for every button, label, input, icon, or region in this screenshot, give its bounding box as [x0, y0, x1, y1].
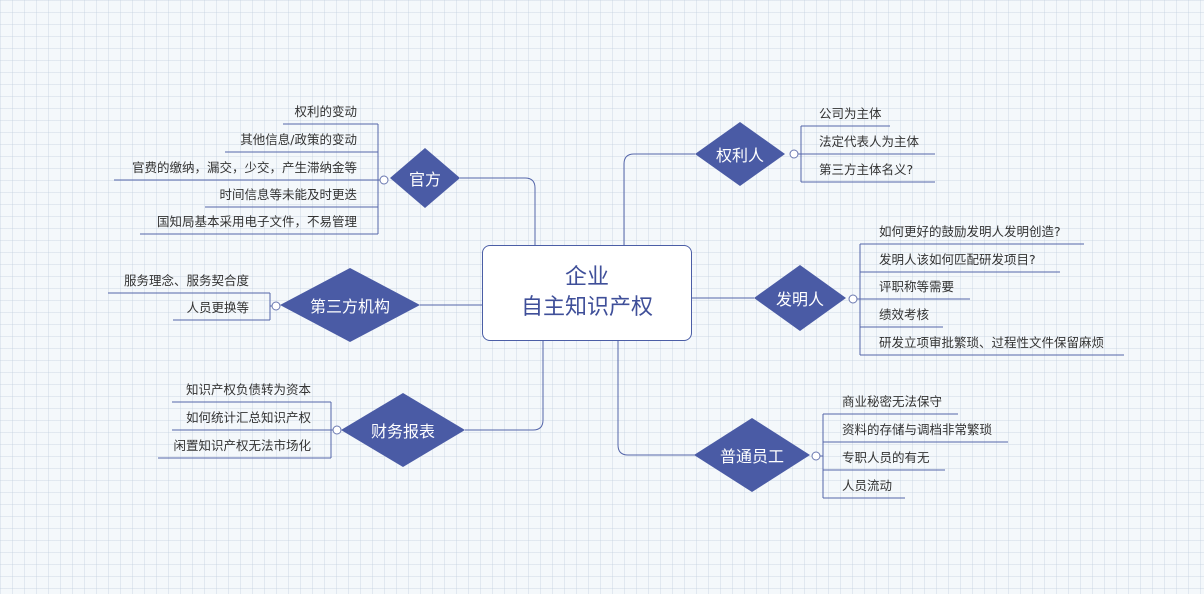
leaf-famingren-2[interactable]: 评职称等需要 [879, 279, 955, 294]
leaf-putong-3[interactable]: 人员流动 [842, 478, 893, 493]
central-topic[interactable]: 企业 自主知识产权 [482, 245, 692, 341]
leaf-putong-0[interactable]: 商业秘密无法保守 [842, 394, 943, 409]
diamond-caiwu[interactable] [341, 393, 465, 467]
leaf-disanfang-1[interactable]: 人员更换等 [186, 300, 249, 315]
branch-label-quanliren: 权利人 [715, 146, 765, 165]
leaf-caiwu-0[interactable]: 知识产权负债转为资本 [185, 382, 311, 397]
connector-quanliren [623, 153, 695, 245]
toggle-caiwu[interactable] [332, 425, 342, 435]
branch-label-putong: 普通员工 [719, 447, 785, 466]
diamond-famingren[interactable] [754, 265, 846, 331]
leaf-putong-2[interactable]: 专职人员的有无 [842, 450, 930, 465]
leaf-caiwu-2[interactable]: 闲置知识产权无法市场化 [173, 438, 311, 453]
toggle-guanfang[interactable] [379, 175, 389, 185]
connector-caiwu [465, 341, 544, 431]
branch-label-disanfang: 第三方机构 [309, 297, 391, 316]
leaf-quanliren-0[interactable]: 公司为主体 [819, 106, 882, 121]
diamond-putong[interactable] [694, 418, 810, 492]
branch-label-guanfang: 官方 [408, 170, 442, 189]
leaf-quanliren-2[interactable]: 第三方主体名义? [819, 162, 914, 177]
leaf-guanfang-2[interactable]: 官费的缴纳，漏交，少交，产生滞纳金等 [131, 160, 357, 175]
leaf-famingren-4[interactable]: 研发立项审批繁琐、过程性文件保留麻烦 [879, 335, 1105, 350]
connector-putong [617, 341, 695, 456]
leaf-famingren-1[interactable]: 发明人该如何匹配研发项目? [879, 252, 1036, 267]
toggle-quanliren[interactable] [789, 149, 799, 159]
toggle-putong[interactable] [811, 451, 821, 461]
branch-label-caiwu: 财务报表 [370, 422, 436, 441]
diamond-guanfang[interactable] [390, 148, 460, 208]
leaf-putong-1[interactable]: 资料的存储与调档非常繁琐 [842, 422, 993, 437]
central-topic-line1: 企业 [564, 265, 609, 290]
leaf-guanfang-1[interactable]: 其他信息/政策的变动 [240, 132, 357, 147]
leaf-famingren-0[interactable]: 如何更好的鼓励发明人发明创造? [879, 224, 1061, 239]
connector-guanfang [460, 177, 536, 245]
leaf-guanfang-3[interactable]: 时间信息等未能及时更迭 [219, 187, 357, 202]
leaf-famingren-3[interactable]: 绩效考核 [879, 307, 930, 322]
leaf-guanfang-0[interactable]: 权利的变动 [294, 104, 357, 119]
leaf-disanfang-0[interactable]: 服务理念、服务契合度 [123, 273, 249, 288]
central-topic-line2: 自主知识产权 [520, 295, 653, 320]
leaf-guanfang-4[interactable]: 国知局基本采用电子文件，不易管理 [156, 214, 357, 229]
leaf-quanliren-1[interactable]: 法定代表人为主体 [819, 134, 920, 149]
diamond-disanfang[interactable] [280, 268, 420, 342]
branch-label-famingren: 发明人 [775, 290, 825, 309]
diamond-quanliren[interactable] [695, 122, 785, 186]
toggle-famingren[interactable] [848, 294, 858, 304]
leaf-caiwu-1[interactable]: 如何统计汇总知识产权 [185, 410, 311, 425]
toggle-disanfang[interactable] [271, 301, 281, 311]
